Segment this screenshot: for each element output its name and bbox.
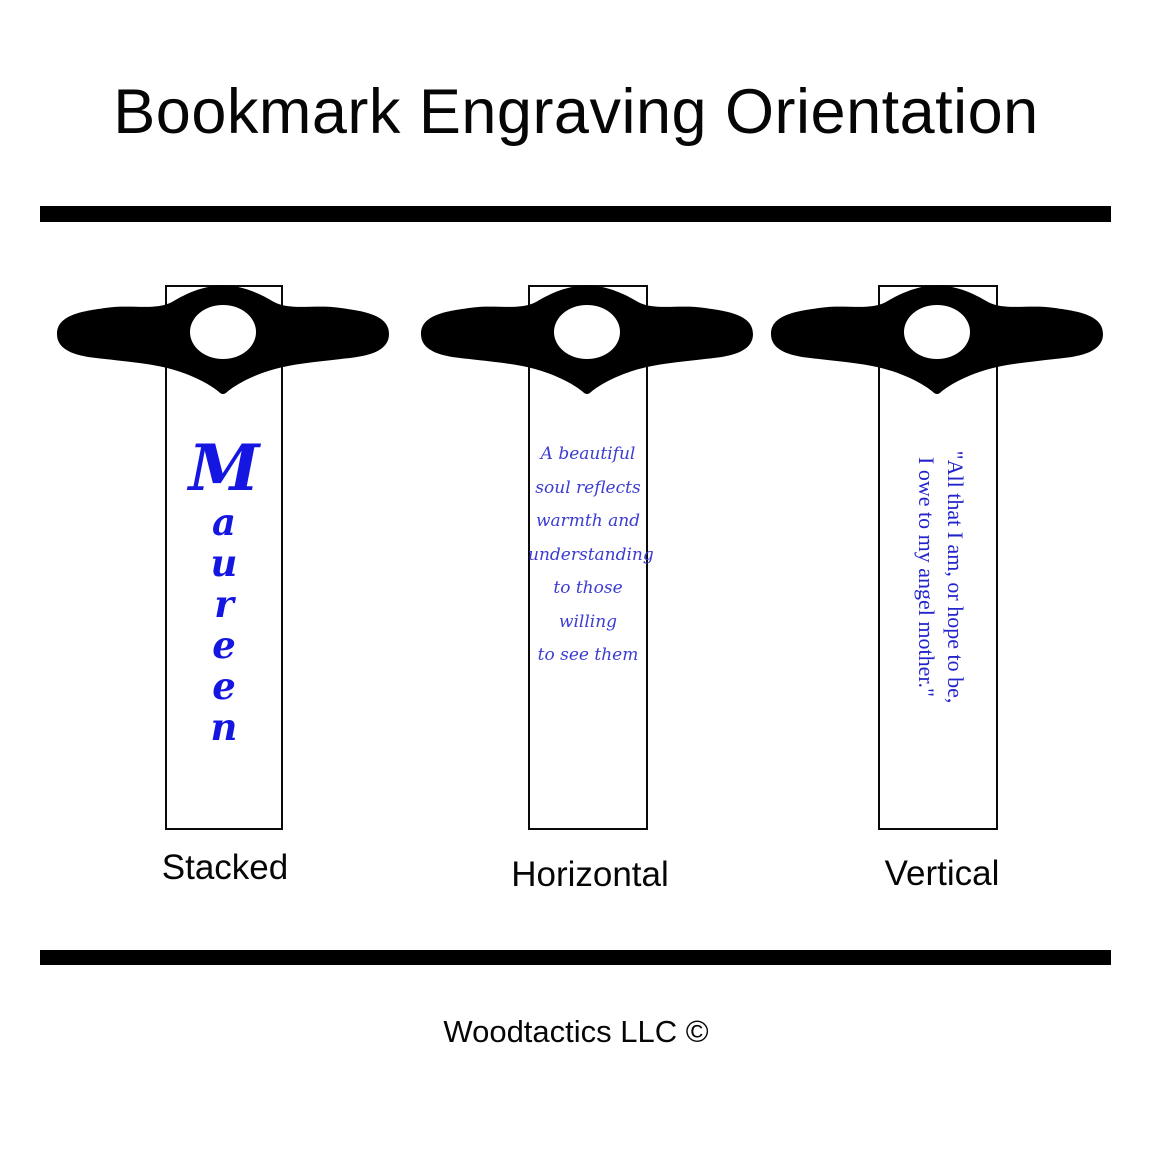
engraving-letter: e xyxy=(212,623,236,667)
engraving-line: I owe to my angel mother." xyxy=(914,457,939,697)
top-divider xyxy=(40,206,1111,222)
orientation-label-horizontal: Horizontal xyxy=(511,855,669,894)
company-credit: Woodtactics LLC © xyxy=(443,1014,709,1049)
engraving-horizontal: A beautiful soul reflects warmth and und… xyxy=(528,438,654,673)
hanger-hole xyxy=(554,305,620,359)
engraving-letter: e xyxy=(212,664,236,708)
engraving-vertical: "All that I am, or hope to be, I owe to … xyxy=(912,422,970,732)
engraving-line: "All that I am, or hope to be, xyxy=(943,450,968,704)
engraving-stacked: M a u r e e n xyxy=(165,436,283,748)
engraving-line: to see them xyxy=(537,645,639,665)
engraving-line: understanding xyxy=(528,544,654,565)
engraving-letter: a xyxy=(212,500,236,544)
bookmark-wing-top-icon xyxy=(57,285,389,394)
orientation-label-stacked: Stacked xyxy=(161,848,289,887)
engraving-line: to those willing xyxy=(553,578,623,632)
engraving-letter: M xyxy=(188,431,260,506)
engraving-letter: n xyxy=(210,705,238,749)
diagram-title: Bookmark Engraving Orientation xyxy=(113,77,1039,147)
bookmark-wing-top-icon xyxy=(771,285,1103,394)
orientation-label-vertical: Vertical xyxy=(884,854,1000,893)
bottom-divider xyxy=(40,950,1111,965)
engraving-line: warmth and xyxy=(535,511,641,531)
hanger-hole xyxy=(190,305,256,359)
engraving-letter: r xyxy=(214,582,234,626)
engraving-line: A beautiful xyxy=(540,444,636,464)
engraving-line: soul reflects xyxy=(535,477,641,498)
hanger-hole xyxy=(904,305,970,359)
bookmark-wing-top-icon xyxy=(421,285,753,394)
engraving-letter: u xyxy=(210,541,238,585)
